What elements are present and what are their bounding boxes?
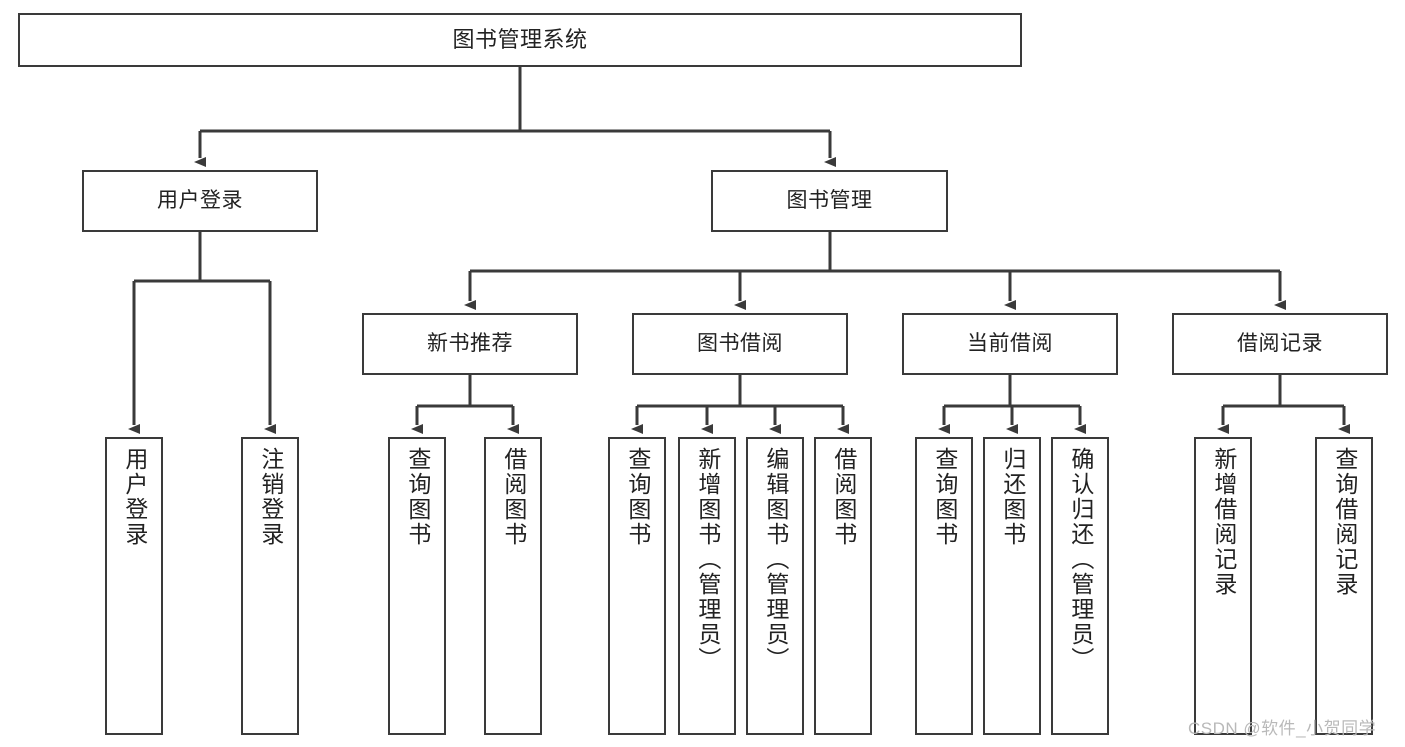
leaf-query-book-current[interactable]: 查询图书 [915,437,973,735]
leaf-add-borrow-record-label: 新增借阅记录 [1210,447,1237,597]
node-user-login[interactable]: 用户登录 [82,170,318,232]
leaf-borrow-book-recommend-label: 借阅图书 [500,447,527,547]
leaf-query-borrow-record-label: 查询借阅记录 [1331,447,1358,597]
node-new-book-recommend-label: 新书推荐 [427,331,513,355]
node-current-borrow-label: 当前借阅 [967,331,1053,355]
leaf-user-login-label: 用户登录 [121,447,148,547]
watermark: CSDN @软件_小贺同学 [1188,719,1377,738]
leaf-edit-book-admin[interactable]: 编辑图书（管理员） [746,437,804,735]
leaf-confirm-return-admin[interactable]: 确认归还（管理员） [1051,437,1109,735]
node-root[interactable]: 图书管理系统 [18,13,1022,67]
leaf-add-book-admin[interactable]: 新增图书（管理员） [678,437,736,735]
leaf-query-borrow-record[interactable]: 查询借阅记录 [1315,437,1373,735]
node-book-management-label: 图书管理 [786,188,873,212]
leaf-logout-label: 注销登录 [257,447,284,547]
node-root-label: 图书管理系统 [452,27,588,53]
leaf-edit-book-admin-label: 编辑图书（管理员） [762,447,789,672]
leaf-logout[interactable]: 注销登录 [241,437,299,735]
leaf-return-book[interactable]: 归还图书 [983,437,1041,735]
node-current-borrow[interactable]: 当前借阅 [902,313,1118,375]
leaf-query-book-borrow-label: 查询图书 [624,447,651,547]
node-borrow-record[interactable]: 借阅记录 [1172,313,1388,375]
leaf-query-book-recommend[interactable]: 查询图书 [388,437,446,735]
leaf-borrow-book[interactable]: 借阅图书 [814,437,872,735]
node-new-book-recommend[interactable]: 新书推荐 [362,313,578,375]
leaf-return-book-label: 归还图书 [999,447,1026,547]
leaf-user-login[interactable]: 用户登录 [105,437,163,735]
leaf-borrow-book-label: 借阅图书 [830,447,857,547]
node-user-login-label: 用户登录 [157,188,243,212]
leaf-confirm-return-admin-label: 确认归还（管理员） [1067,447,1094,672]
leaf-query-book-borrow[interactable]: 查询图书 [608,437,666,735]
leaf-query-book-recommend-label: 查询图书 [404,447,431,547]
node-borrow-record-label: 借阅记录 [1237,331,1323,355]
node-book-borrow-label: 图书借阅 [697,331,783,355]
node-book-management[interactable]: 图书管理 [711,170,948,232]
leaf-query-book-current-label: 查询图书 [931,447,958,547]
node-book-borrow[interactable]: 图书借阅 [632,313,848,375]
leaf-borrow-book-recommend[interactable]: 借阅图书 [484,437,542,735]
leaf-add-book-admin-label: 新增图书（管理员） [694,447,721,672]
leaf-add-borrow-record[interactable]: 新增借阅记录 [1194,437,1252,735]
